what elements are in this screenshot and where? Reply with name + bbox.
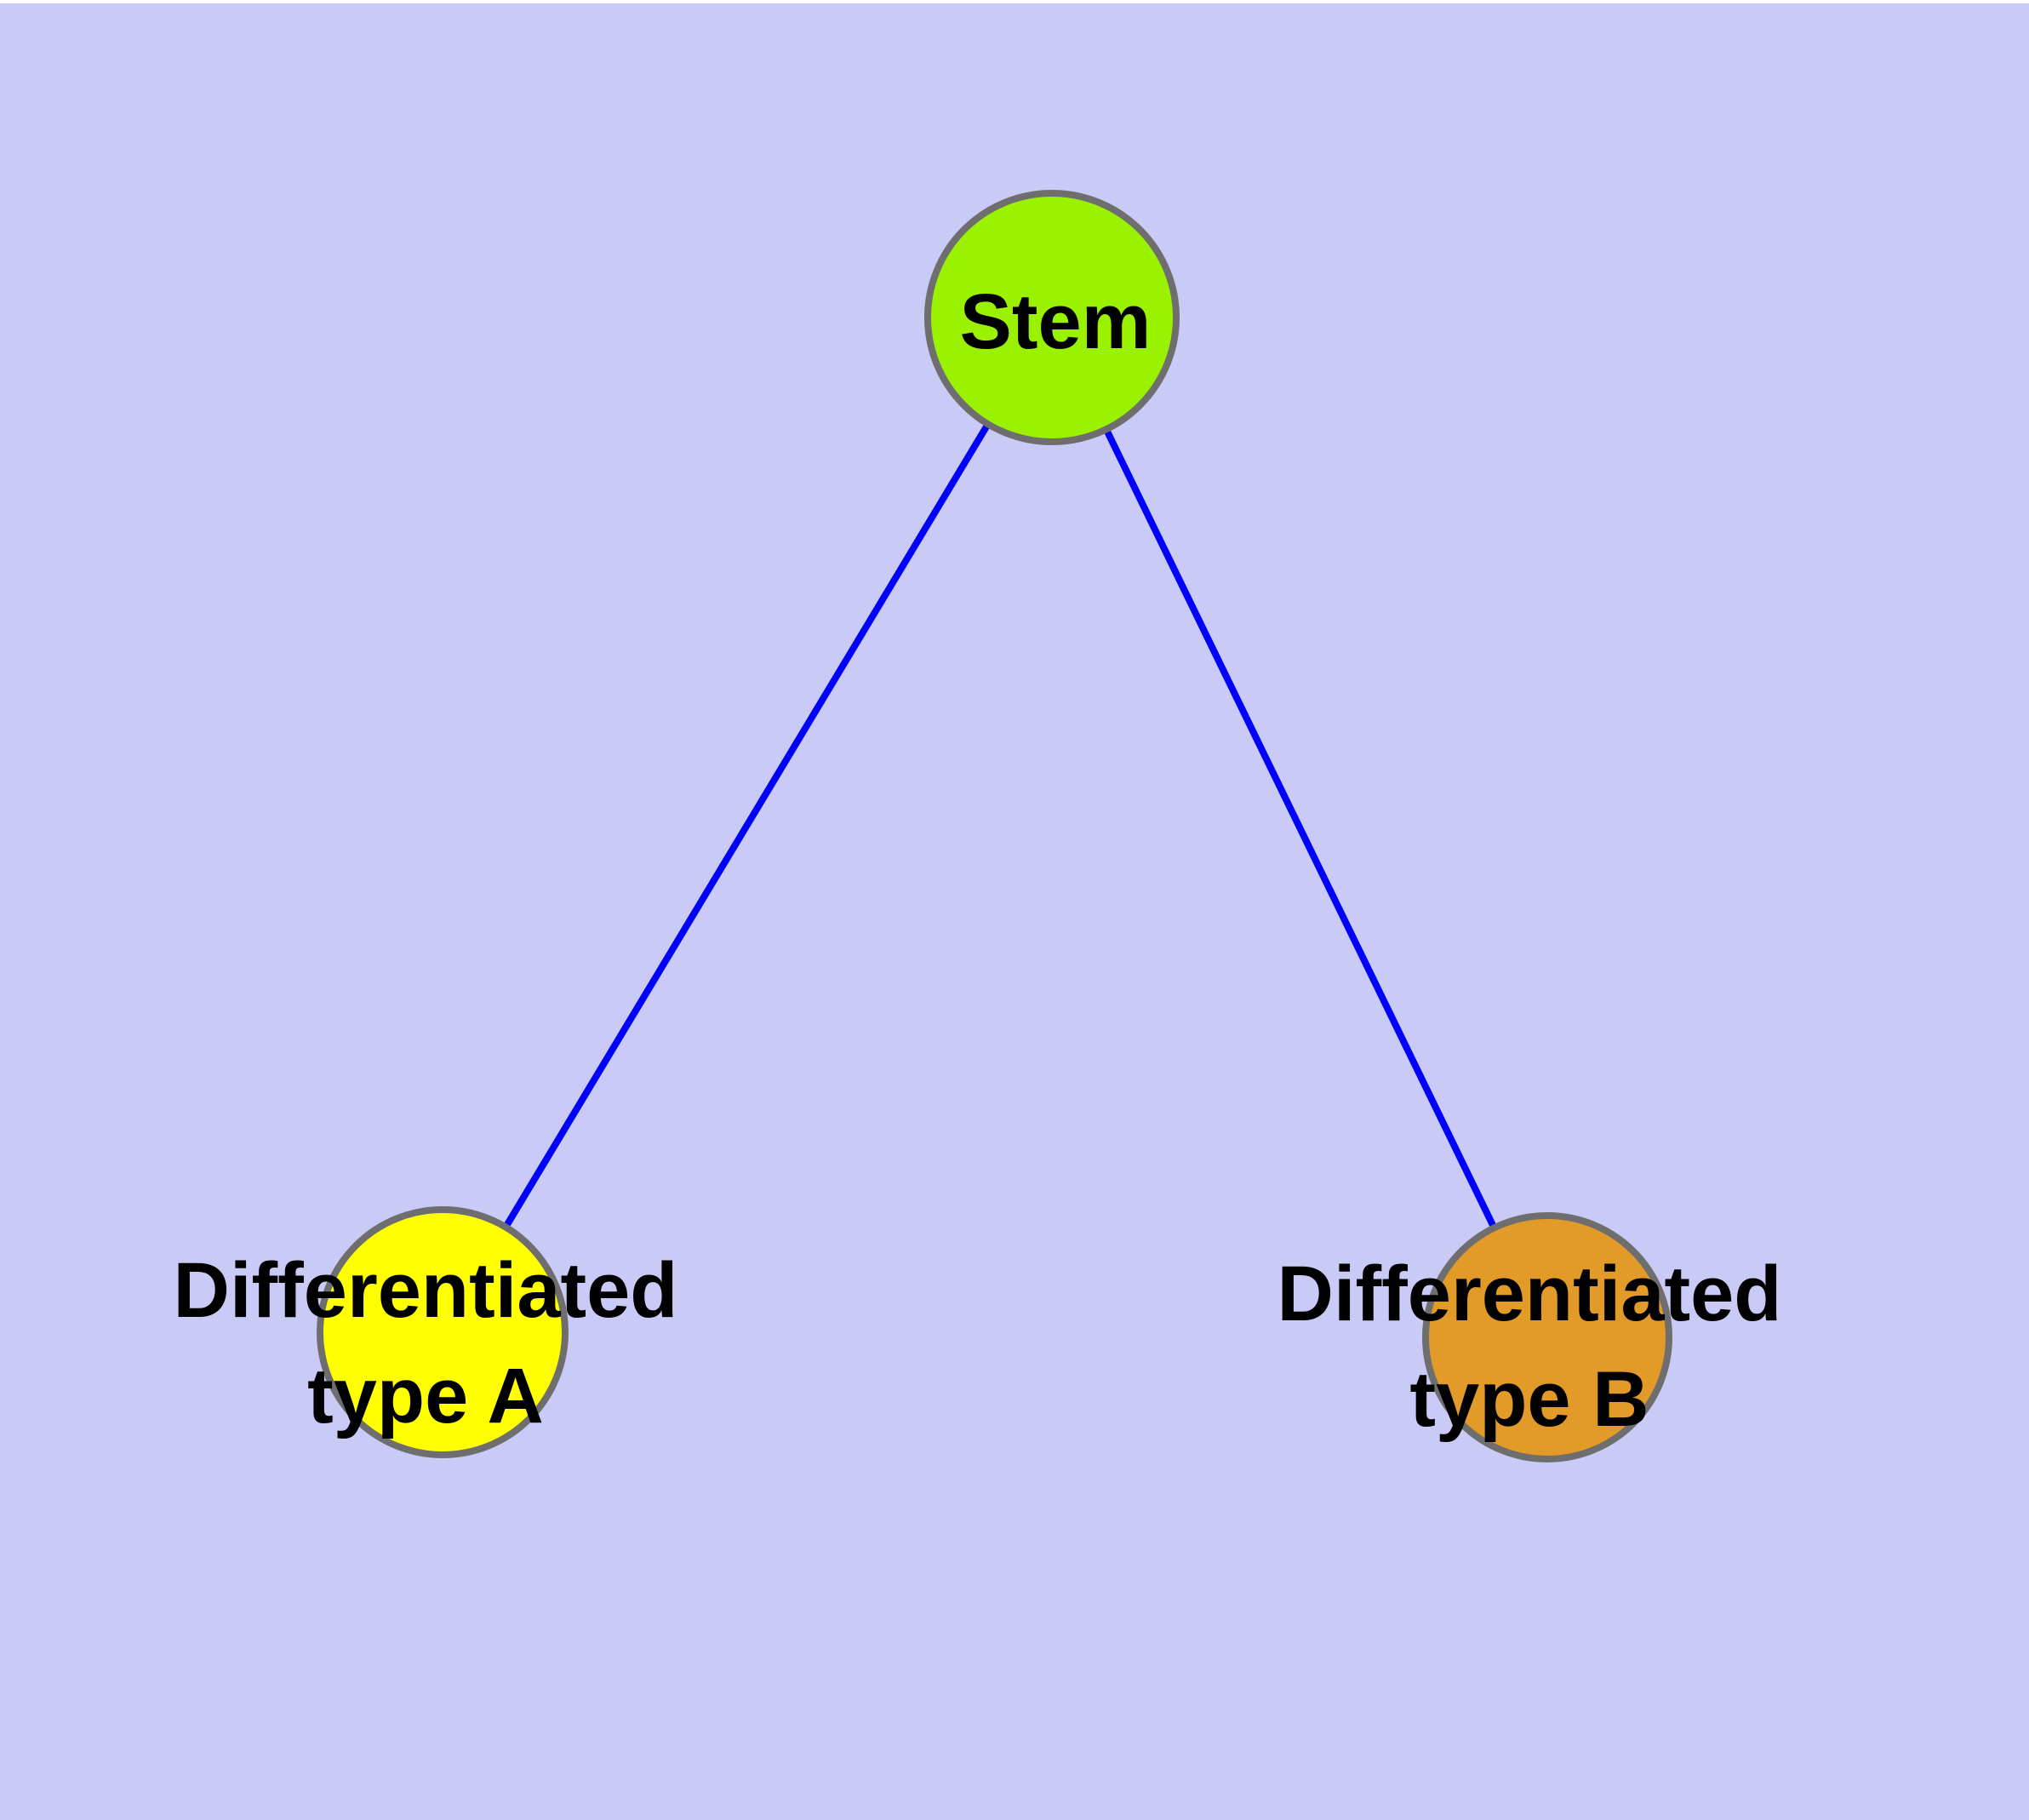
node-label-differentiated-type-b: Differentiated type B xyxy=(1277,1241,1782,1452)
node-differentiated-type-b xyxy=(1422,1212,1672,1462)
node-label-line2: type B xyxy=(1409,1356,1649,1443)
node-stem xyxy=(924,190,1180,445)
node-label-line1: Differentiated xyxy=(1277,1251,1782,1337)
node-differentiated-type-a xyxy=(317,1206,569,1458)
node-label-line1: Differentiated xyxy=(173,1247,678,1334)
node-label-differentiated-type-a: Differentiated type A xyxy=(174,1238,678,1449)
top-edge-strip xyxy=(0,0,2029,3)
edge-stem-to-type-b xyxy=(1049,316,1551,1339)
edge-stem-to-type-a xyxy=(439,315,1055,1335)
node-label-stem: Stem xyxy=(959,278,1152,365)
node-label-line2: type A xyxy=(307,1353,544,1439)
